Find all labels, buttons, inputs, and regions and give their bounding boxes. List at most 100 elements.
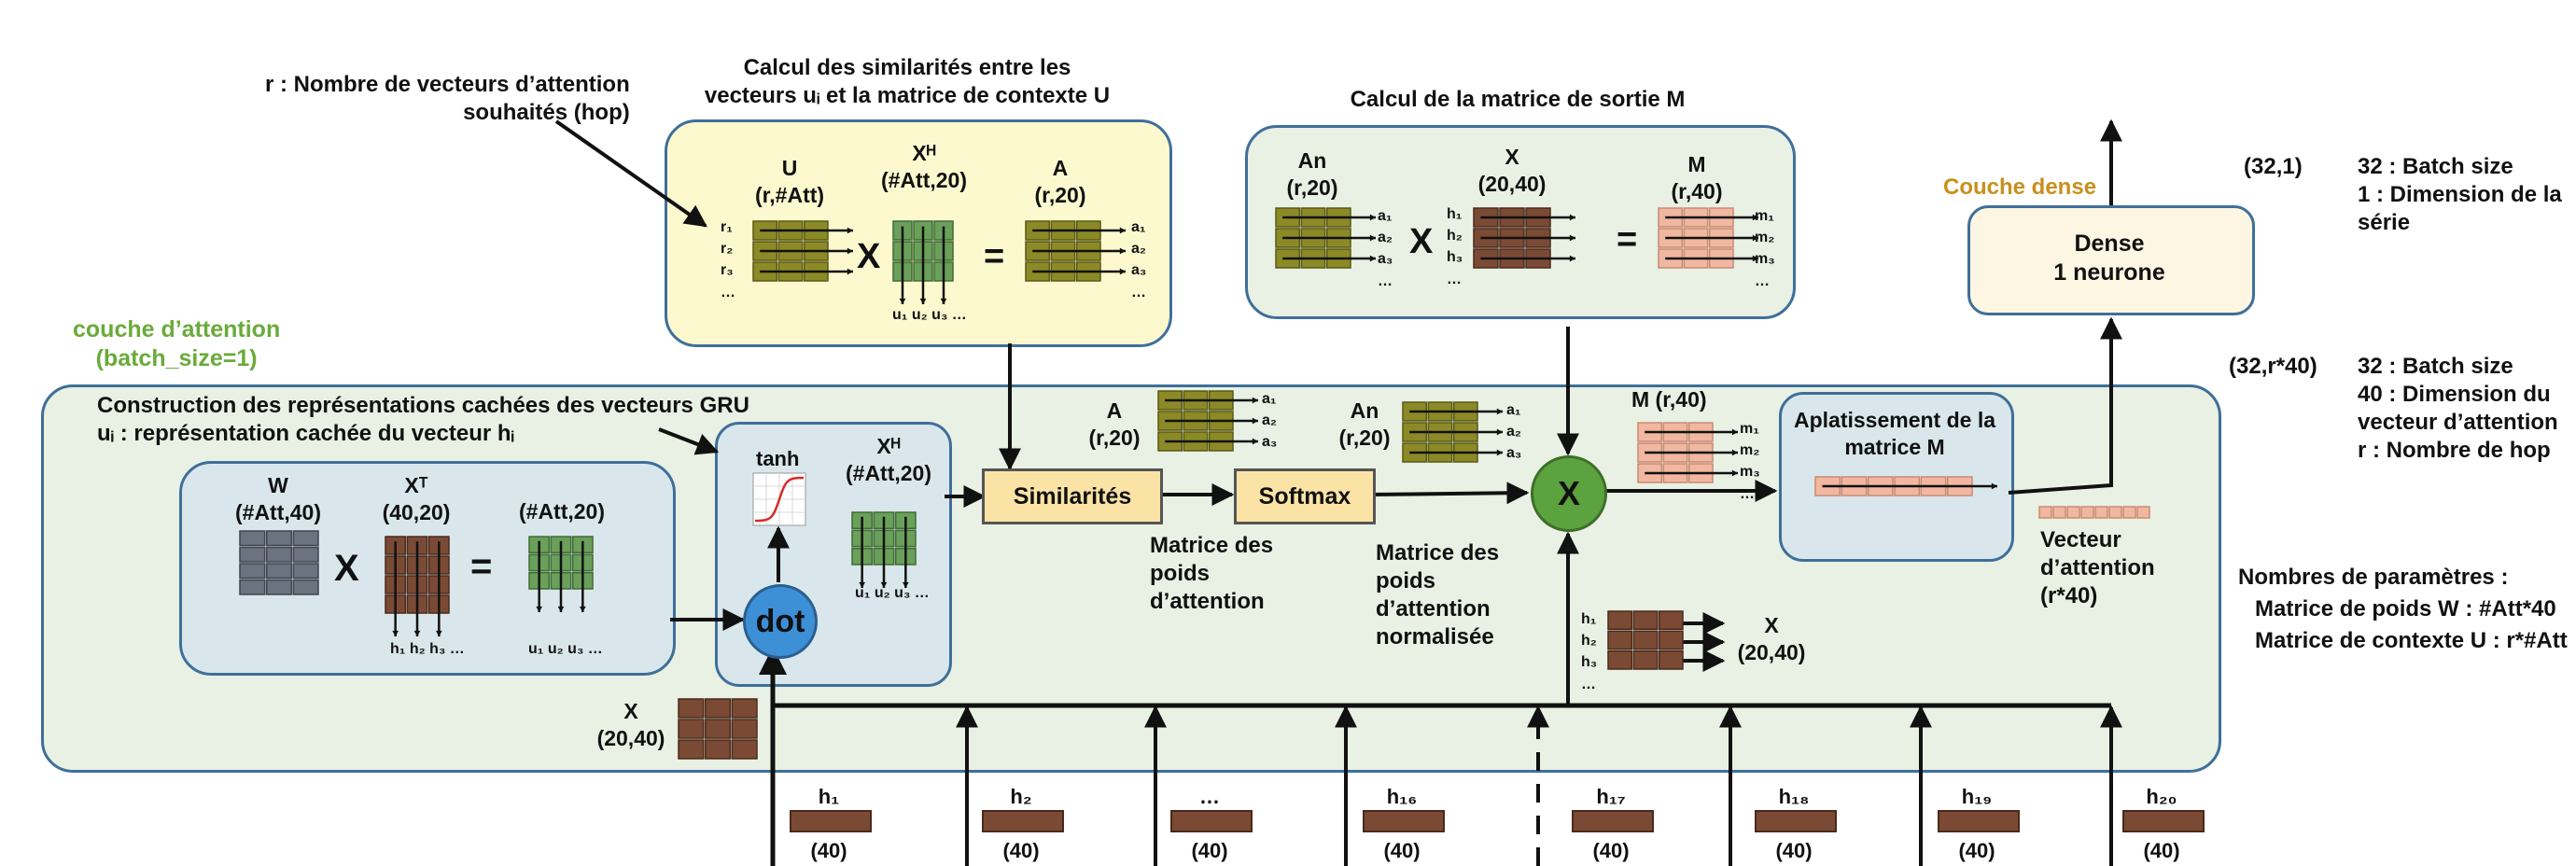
matrix-cell: [265, 563, 293, 580]
dense-out-shape: (32,1): [2244, 154, 2303, 179]
matrix-arrowhead: [1252, 438, 1258, 445]
matrix-cell: [2122, 506, 2136, 519]
green-matrix-cells: [528, 536, 594, 612]
times-proj: X: [334, 548, 359, 589]
dense-in-desc: 32 : Batch size 40 : Dimension du vecteu…: [2358, 354, 2558, 463]
matrix-cell: [239, 530, 266, 547]
olive-matrix-cells: [1402, 401, 1503, 463]
matrix-cell: [1632, 630, 1659, 650]
flow-m-matrix: [1637, 422, 1738, 483]
salmon-matrix-cells: [1658, 207, 1758, 269]
input-shape: (40): [1592, 839, 1630, 862]
w-label: W (#Att,40): [234, 473, 322, 524]
input-shape: (40): [1191, 839, 1228, 862]
matrix-cell: [731, 698, 758, 719]
gray-matrix-cells: [239, 530, 319, 595]
flow-m-label: M (r,40): [1631, 387, 1707, 412]
matrix-cell: [731, 719, 758, 739]
matrix-cell: [1632, 610, 1659, 631]
matrix-arrowhead: [1569, 255, 1575, 262]
flow-a-matrix: [1157, 390, 1258, 452]
similarites-node: Similarités: [982, 468, 1163, 524]
matrix-cell: [1607, 650, 1633, 670]
times-u-xh: X: [857, 237, 881, 276]
input-shape: (40): [1958, 839, 1995, 862]
matrix-cell: [678, 698, 705, 719]
salmon-matrix-cells: [1814, 476, 1997, 496]
matrix-arrowhead: [880, 581, 888, 588]
dense-panel: [1967, 205, 2255, 315]
input-vector: [1755, 810, 1837, 832]
xt-label: Xᵀ (40,20): [382, 473, 451, 524]
attention-vector: [2038, 506, 2150, 519]
tanh-col-labels: u₁ u₂ u₃ …: [855, 585, 930, 601]
matrix-cell: [239, 563, 266, 580]
dot-node: dot: [743, 584, 818, 659]
input-label: h₁: [818, 785, 840, 808]
tanh-curve-icon: [752, 472, 806, 526]
softmax-node: Softmax: [1234, 468, 1376, 524]
flatten-vector: [1814, 476, 1997, 496]
dense-label: Dense 1 neurone: [2053, 230, 2165, 286]
flow-m-rows: m₁ m₂ m₃ …: [1740, 421, 1760, 502]
matrix-cell: [704, 739, 732, 760]
input-shape: (40): [810, 839, 847, 862]
matrix-cell: [265, 546, 293, 563]
similarity-title: Calcul des similarités entre les vecteur…: [704, 55, 1111, 108]
x-out-matrix: [1473, 207, 1575, 269]
equals-out: =: [1617, 220, 1638, 259]
matrix-cell: [265, 579, 293, 595]
an-row-labels: a₁ a₂ a₃ …: [1378, 208, 1393, 289]
x-input-label: X (20,40): [596, 699, 665, 750]
matrix-cell: [2080, 506, 2094, 519]
input-vector: [2122, 810, 2205, 832]
u-matrix: [752, 220, 853, 282]
input-label: …: [1199, 785, 1220, 808]
input-label: h₁₈: [1778, 785, 1810, 808]
matrix-arrowhead: [579, 606, 586, 612]
tanh-xh-label: Xᴴ (#Att,20): [845, 434, 932, 485]
green-matrix-cells: [892, 220, 954, 304]
brown-matrix-cells: [1607, 610, 1684, 670]
proj-result-label: (#Att,20): [518, 499, 606, 524]
input-vector: [1938, 810, 2020, 832]
matrix-arrowhead: [1731, 469, 1738, 477]
a-label: A (r,20): [1034, 156, 1086, 207]
matrix-arrowhead: [919, 298, 927, 304]
olive-matrix-cells: [1275, 207, 1376, 269]
matrix-cell: [1658, 630, 1684, 650]
brown-matrix-cells: [1473, 207, 1575, 269]
matrix-cell: [704, 698, 732, 719]
matrix-cell: [2136, 506, 2150, 519]
dense-in-shape: (32,r*40): [2229, 354, 2317, 379]
matrix-arrowhead: [392, 630, 399, 636]
matrix-arrowhead: [413, 630, 421, 636]
x-label: X (20,40): [1477, 145, 1547, 196]
matrix-arrowhead: [847, 247, 853, 255]
matrix-arrowhead: [1496, 408, 1503, 415]
matrix-arrowhead: [1119, 227, 1126, 234]
output-title: Calcul de la matrice de sortie M: [1350, 87, 1686, 112]
flow-x-matrix: [1607, 610, 1684, 670]
matrix-arrowhead: [859, 581, 866, 588]
params-line-1: Matrice de poids W : #Att*40: [2255, 596, 2556, 622]
matrix-cell: [1658, 610, 1684, 631]
matrix-arrowhead: [940, 298, 947, 304]
matrix-arrowhead: [1752, 255, 1758, 262]
gru-note: Construction des représentations cachées…: [97, 393, 749, 446]
matrix-cell: [678, 719, 705, 739]
attention-layer-title: couche d’attention (batch_size=1): [73, 316, 281, 372]
u-label: U (r,#Att): [754, 156, 825, 207]
matrix-cell: [731, 739, 758, 760]
matrix-cell: [265, 530, 293, 547]
brown-matrix-cells: [678, 698, 758, 760]
flow-x-label: X (20,40): [1737, 613, 1806, 664]
flow-a-rows: a₁ a₂ a₃: [1262, 391, 1278, 451]
matrix-arrowhead: [1369, 214, 1376, 221]
green-matrix-cells: [851, 511, 917, 588]
m-row-labels: m₁ m₂ m₃ …: [1755, 208, 1775, 289]
olive-matrix-cells: [752, 220, 853, 282]
salmon-matrix-cells: [1637, 422, 1738, 483]
